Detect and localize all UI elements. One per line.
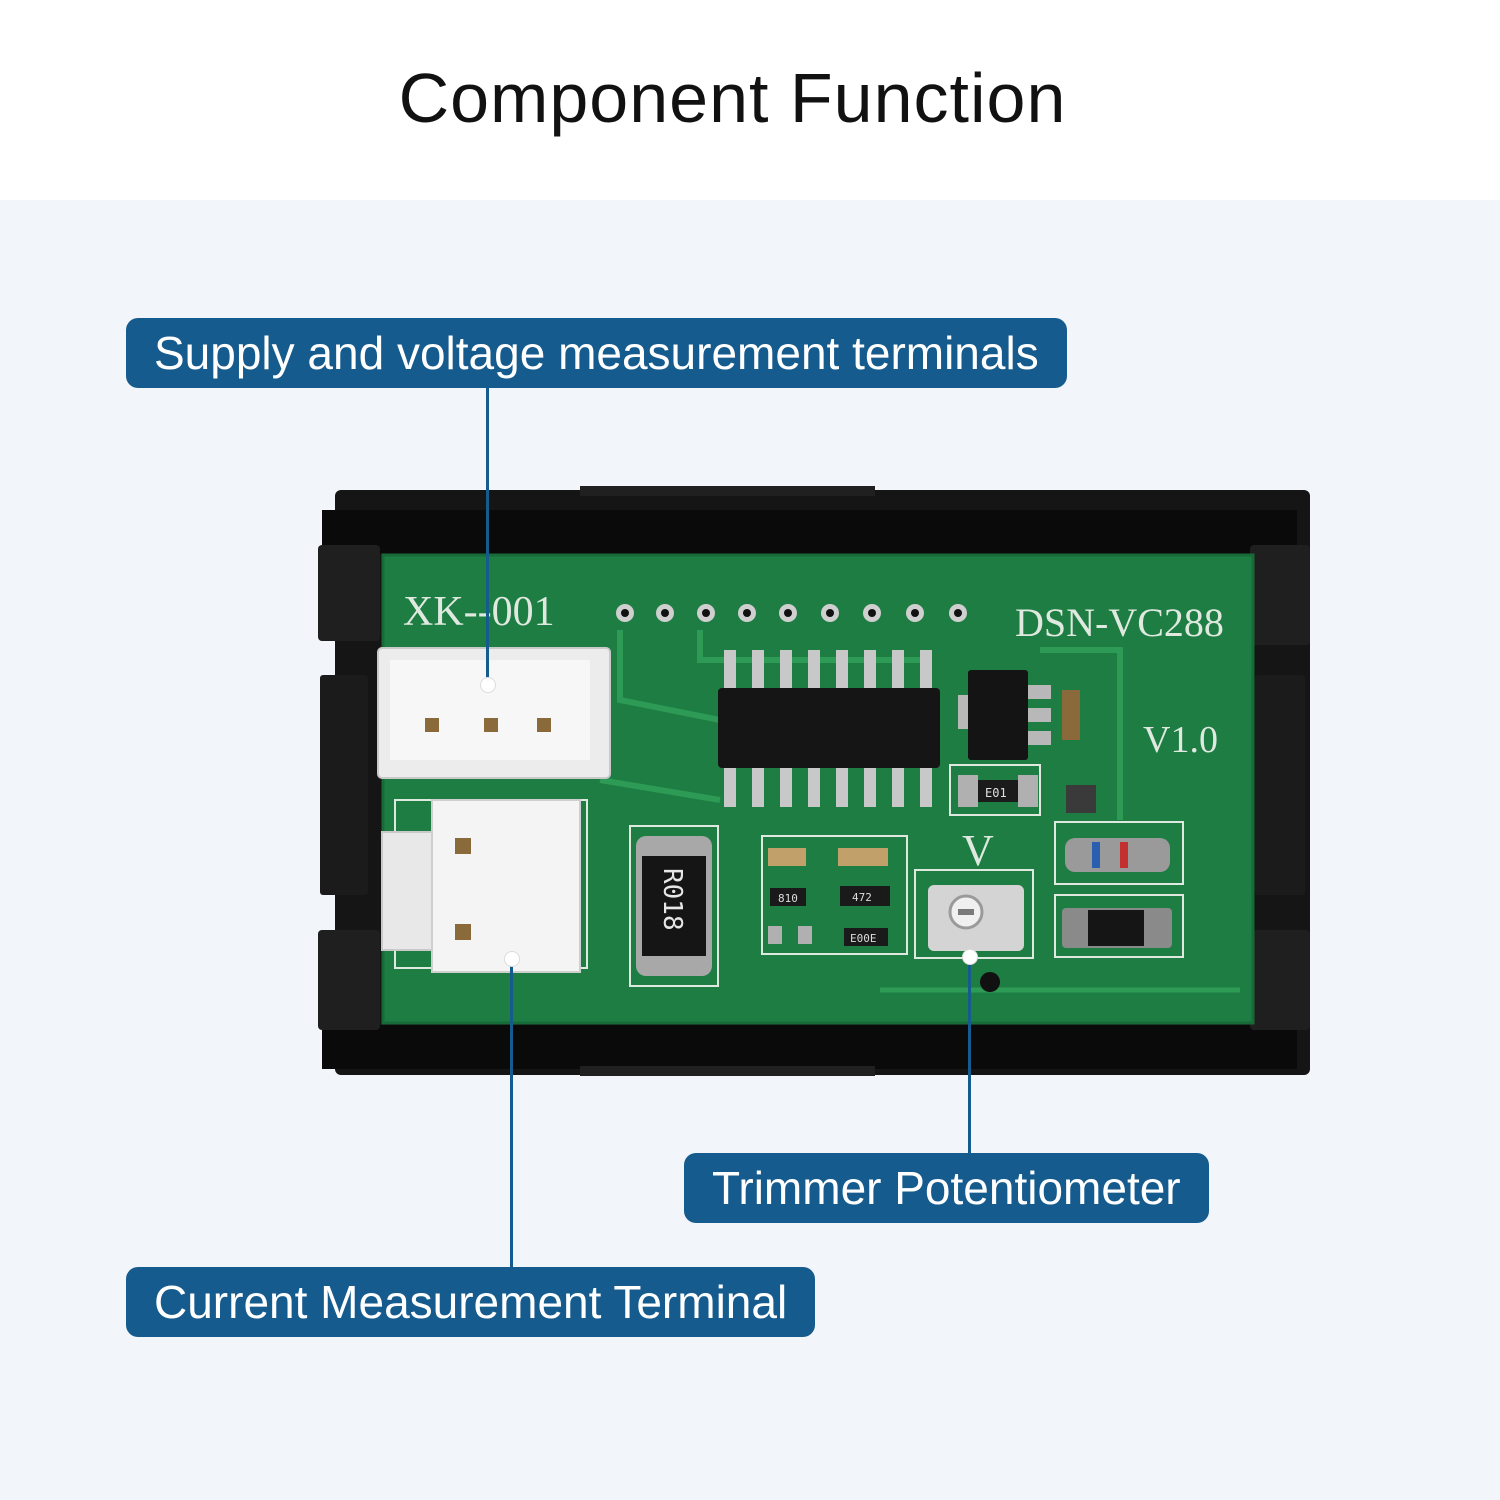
voltage-regulator <box>958 670 1080 760</box>
callout-trimmer-potentiometer: Trimmer Potentiometer <box>684 1153 1209 1223</box>
callout-current-terminal: Current Measurement Terminal <box>126 1267 816 1337</box>
supply-leader-line <box>486 388 489 684</box>
display-header-pins <box>616 604 967 622</box>
smd-code-e01: E01 <box>985 786 1007 800</box>
pot-label: V <box>962 826 994 875</box>
smd-code-e00e: E00E <box>850 932 877 945</box>
ic-chip <box>718 650 940 807</box>
smd-code-472: 472 <box>852 891 872 904</box>
current-leader-line <box>510 958 513 1268</box>
trimmer-anchor-dot <box>962 949 978 965</box>
trimmer-pot <box>928 885 1024 992</box>
board-version: V1.0 <box>1143 719 1218 761</box>
shunt-code: R018 <box>657 868 687 931</box>
current-terminal-connector <box>381 799 581 973</box>
trimmer-leader-line <box>968 956 971 1154</box>
smd-code-810: 810 <box>778 892 798 905</box>
supply-anchor-dot <box>480 677 496 693</box>
header: Component Function <box>0 0 1500 200</box>
callout-supply-voltage-terminals: Supply and voltage measurement terminals <box>126 318 1067 388</box>
voltage-terminal-connector <box>377 647 611 779</box>
shunt-resistor: R018 <box>636 836 712 976</box>
page-title: Component Function <box>398 59 1067 137</box>
current-anchor-dot <box>504 951 520 967</box>
board-model-right: DSN-VC288 <box>1015 600 1224 645</box>
board-model-left: XK--001 <box>403 589 555 635</box>
smd-components: E01 810 472 E00E <box>768 775 1172 948</box>
